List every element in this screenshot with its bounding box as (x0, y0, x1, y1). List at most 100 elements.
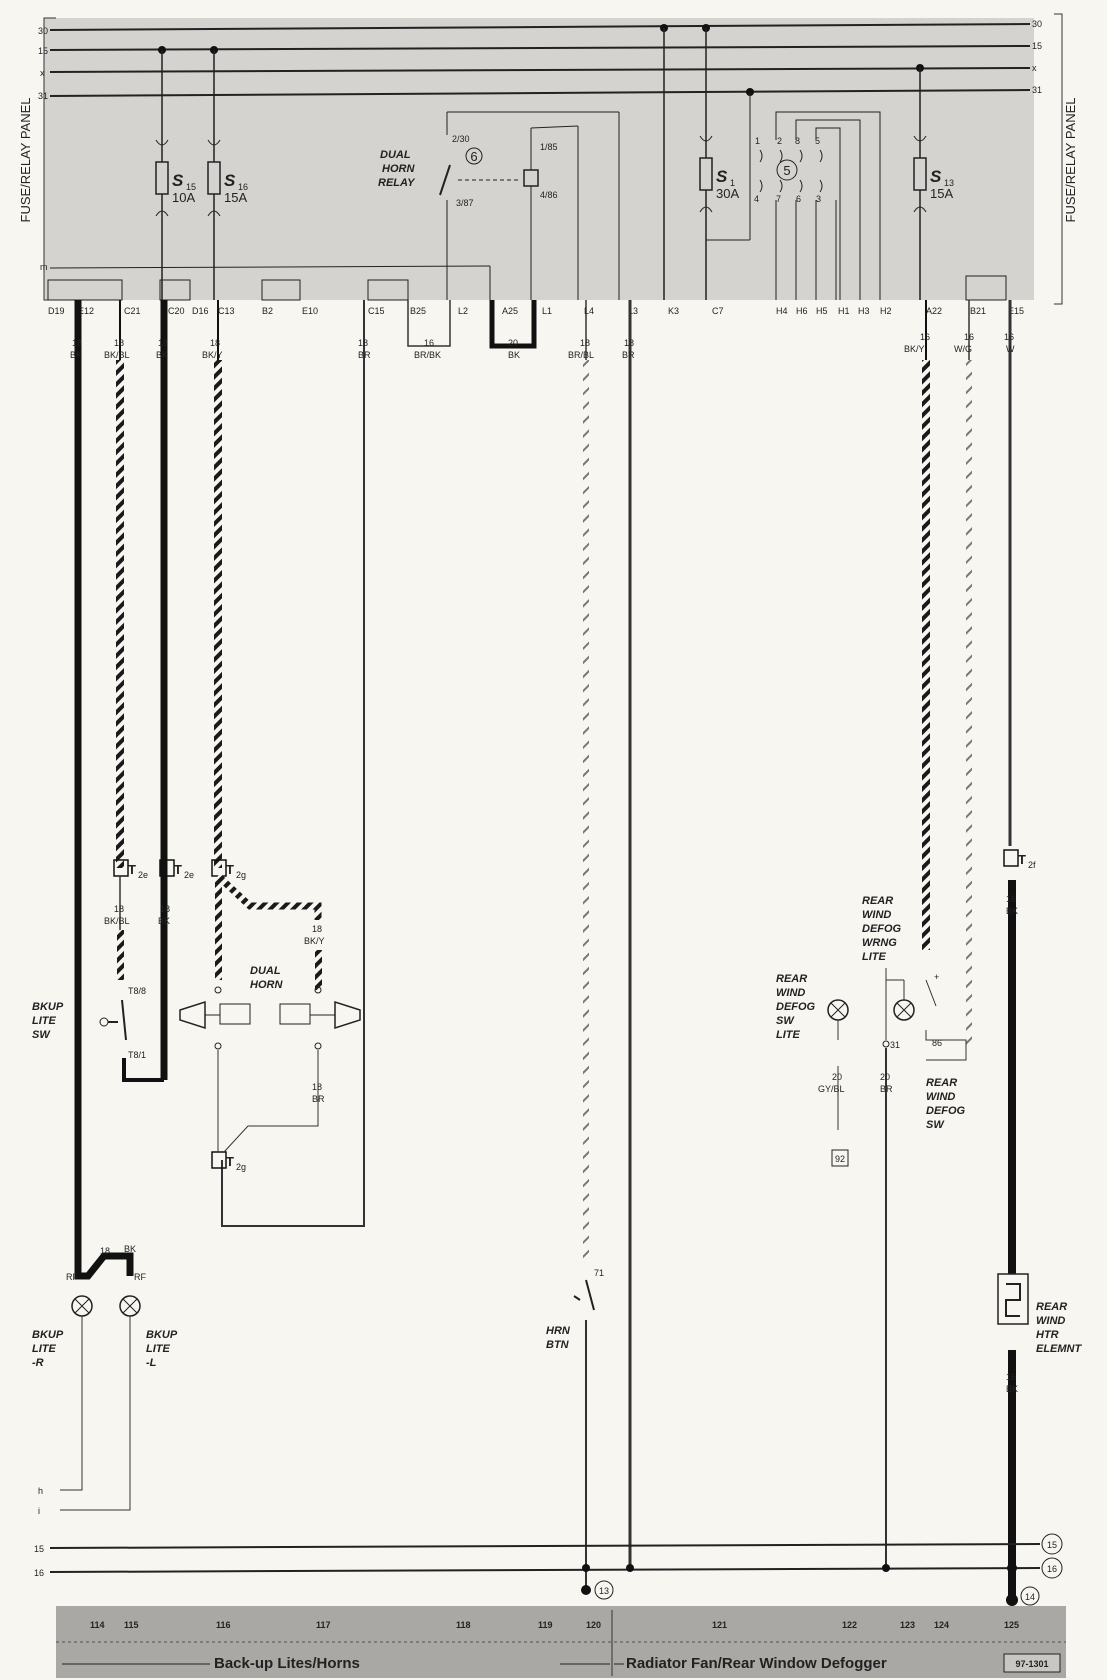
horn-relay-t1: 2/30 (452, 134, 470, 144)
wire-color: BR (358, 350, 371, 360)
bkup-sw-label: BKUP (32, 1001, 64, 1013)
terminal-label: H1 (838, 306, 850, 316)
connector-sub: 2g (236, 1162, 246, 1172)
terminal-label: H6 (796, 306, 808, 316)
bkup-l-label: LITE (146, 1343, 170, 1355)
rw-sw-lite-label: REAR (776, 973, 807, 985)
wire-color: BR/BK (414, 350, 441, 360)
bus-15-label-right: 15 (1032, 41, 1042, 51)
rw-sw-label: SW (926, 1119, 945, 1131)
m-line (49, 265, 491, 269)
connector-letter: T (128, 862, 136, 877)
s13-name: S (930, 167, 942, 186)
s15-rating: 10A (172, 190, 195, 205)
wire-gauge: 20 (508, 338, 518, 348)
wire-color: BR (622, 350, 635, 360)
wire-labels-top: 18 BK 18 BK/BL 18 BK 18 BK/Y 18 BR 16 BR… (70, 332, 1015, 360)
bus-15-bottom (49, 1543, 1041, 1549)
terminal-label: H2 (880, 306, 892, 316)
s1-sub: 1 (730, 178, 735, 188)
wire-gauge: 16 (424, 338, 434, 348)
panel-bracket-right (1054, 13, 1063, 305)
horn-relay-title-2: HORN (382, 163, 415, 175)
connector-sub: 2e (138, 870, 148, 880)
wire-gauge: 18 (580, 338, 590, 348)
wire-horn-bky-lower (315, 950, 322, 990)
circle-16 (1041, 1557, 1063, 1579)
wire-gauge: 18 (158, 338, 168, 348)
bkup-lites: 18 BK RF RF BKUP LITE -R BKUP LITE -L (32, 1244, 178, 1511)
wire-gauge: 18 (210, 338, 220, 348)
terminal-label: C21 (124, 306, 141, 316)
connector-t2g-b: T 2g (211, 1151, 246, 1172)
section-left: Back-up Lites/Horns (214, 1655, 360, 1672)
rw-sw-pin: + (934, 972, 939, 982)
circle-16-label: 16 (1047, 1564, 1057, 1574)
footer-number: 117 (316, 1620, 331, 1630)
connector-letter: T (226, 1154, 234, 1169)
terminal-label: L3 (628, 306, 638, 316)
bkup-sw-label: SW (32, 1029, 51, 1041)
connector-letter: T (226, 862, 234, 877)
rw-sw-lite-label: WIND (776, 987, 805, 999)
ref-number: 97-1301 (1015, 1659, 1048, 1669)
terminal-label: B2 (262, 306, 273, 316)
wire-color: BK/Y (904, 344, 925, 354)
terminal-label: E15 (1008, 306, 1024, 316)
fuse-s16: S 16 15A (207, 139, 248, 217)
rw-wrng-label: DEFOG (862, 923, 902, 935)
wire-color: GY/BL (818, 1084, 845, 1094)
footer-number: 116 (216, 1620, 231, 1630)
terminal-label: A25 (502, 306, 518, 316)
bus-x-label-right: x (1032, 63, 1037, 73)
wire-gauge: 18 (114, 904, 124, 914)
wire-gauge: 18 (624, 338, 634, 348)
horn-relay-number: 6 (470, 149, 477, 164)
s15-name: S (172, 171, 184, 190)
wire-color: BR/BL (568, 350, 594, 360)
wire-color: W/G (954, 344, 972, 354)
panel-label-left: FUSE/RELAY PANEL (18, 98, 33, 223)
terminal-box (367, 279, 409, 301)
horn-btn-label: BTN (546, 1339, 570, 1351)
terminal-label: C7 (712, 306, 724, 316)
footer-number: 121 (712, 1620, 727, 1630)
wire-gauge: 18 (312, 924, 322, 934)
circle-15 (1041, 1533, 1063, 1555)
footer-number: 124 (934, 1620, 949, 1630)
rw-htr-label: ELEMNT (1036, 1343, 1083, 1355)
relay5-top-pin: 1 (755, 136, 760, 146)
bkup-r-label: -R (32, 1357, 44, 1369)
rw-wrng-label: REAR (862, 895, 893, 907)
wire-a22-bky (922, 360, 930, 950)
wire-color: BR (880, 1084, 893, 1094)
connector-t2f: T 2f (1003, 849, 1036, 870)
dual-horn-relay: DUAL HORN RELAY 6 2/30 3/87 1/85 4/86 (378, 111, 620, 300)
bus-i-label: i (38, 1506, 40, 1516)
terminal-label: B21 (970, 306, 986, 316)
wire-color: BK (70, 350, 82, 360)
horn-relay-number-circle (465, 147, 483, 165)
footer-number: 120 (586, 1620, 601, 1630)
bus-30-line (49, 23, 1031, 31)
wire-gauge: 16 (1004, 332, 1014, 342)
terminal-label: C15 (368, 306, 385, 316)
wire-gauge: 16 (1006, 894, 1016, 904)
fuse-s1: S 1 30A (699, 135, 739, 213)
relay5-top-pin: 2 (777, 136, 782, 146)
wire-b21-wg (966, 360, 972, 1050)
relay5-bottom-pin: 4 (754, 194, 759, 204)
m-label: m (40, 262, 48, 272)
wire-color: BK (156, 350, 168, 360)
bus-x-label-left: x (40, 68, 45, 78)
terminal-label: E10 (302, 306, 318, 316)
horn-btn-label: HRN (546, 1325, 571, 1337)
fuse-s15: S 15 10A (155, 139, 196, 217)
relay5-top-pin: 5 (815, 136, 820, 146)
terminal-label: K3 (668, 306, 679, 316)
ground-13 (594, 1580, 614, 1600)
horn-relay-title-1: DUAL (380, 149, 411, 161)
panel-label-right: FUSE/RELAY PANEL (1063, 98, 1078, 223)
wire-color: BK (1006, 1384, 1018, 1394)
relay-5: 5 1 2 8 5 4 7 6 3 (706, 92, 881, 300)
